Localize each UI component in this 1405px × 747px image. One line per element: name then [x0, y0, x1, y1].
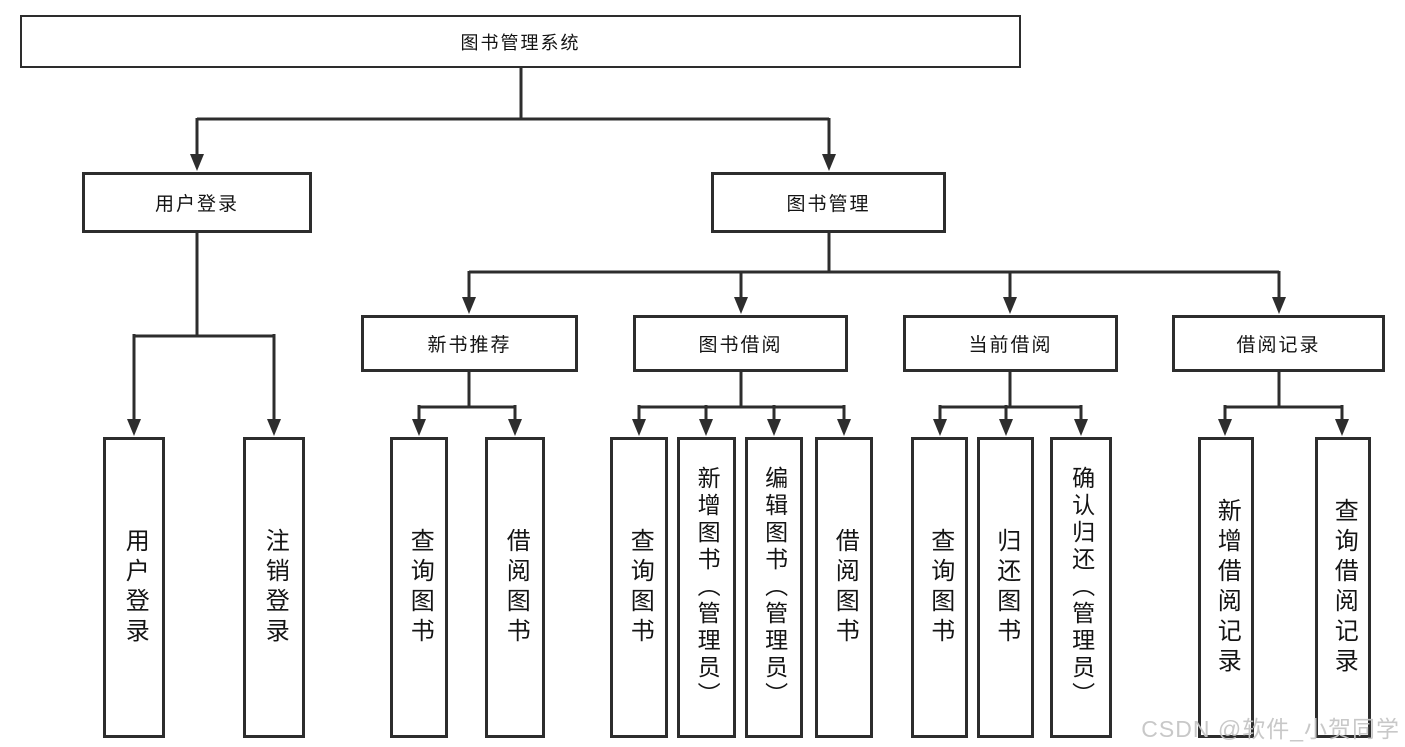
connector-edges: [132, 67, 1344, 421]
leaf-query-book-current: 查询图书: [911, 437, 968, 738]
node-borrow-records-label: 借阅记录: [1236, 335, 1321, 356]
leaf-borrow-book-recommend-label: 借阅图书: [502, 527, 530, 648]
leaf-query-book-current-label: 查询图书: [926, 527, 954, 648]
node-new-book-recommend: 新书推荐: [361, 315, 578, 372]
leaf-add-book-admin: 新增图书（管理员）: [677, 437, 736, 738]
node-current-borrow: 当前借阅: [903, 315, 1118, 372]
leaf-confirm-return-admin-label: 确认归还（管理员）: [1068, 466, 1095, 709]
leaf-edit-book-admin-label: 编辑图书（管理员）: [761, 466, 788, 709]
node-book-borrow: 图书借阅: [633, 315, 848, 372]
leaf-confirm-return-admin: 确认归还（管理员）: [1050, 437, 1112, 738]
leaf-query-book-borrow: 查询图书: [610, 437, 668, 738]
leaf-add-borrow-record-label: 新增借阅记录: [1213, 497, 1241, 678]
leaf-query-book-recommend-label: 查询图书: [406, 527, 434, 648]
node-book-borrow-label: 图书借阅: [698, 335, 783, 356]
leaf-logout-label: 注销登录: [261, 527, 289, 648]
leaf-user-login-label: 用户登录: [121, 527, 149, 648]
node-root-label: 图书管理系统: [460, 32, 581, 53]
node-book-management-label: 图书管理: [786, 194, 871, 215]
leaf-query-book-recommend: 查询图书: [390, 437, 448, 738]
leaf-borrow-book-label: 借阅图书: [831, 527, 859, 648]
arrowheads: [127, 154, 1349, 436]
leaf-user-login: 用户登录: [103, 437, 165, 738]
leaf-query-borrow-record-label: 查询借阅记录: [1330, 497, 1358, 678]
node-current-borrow-label: 当前借阅: [968, 335, 1053, 356]
node-borrow-records: 借阅记录: [1172, 315, 1385, 372]
leaf-add-book-admin-label: 新增图书（管理员）: [694, 466, 721, 709]
leaf-logout: 注销登录: [243, 437, 305, 738]
leaf-add-borrow-record: 新增借阅记录: [1198, 437, 1254, 738]
node-user-login: 用户登录: [82, 172, 312, 233]
leaf-return-book-label: 归还图书: [992, 527, 1020, 648]
leaf-borrow-book: 借阅图书: [815, 437, 873, 738]
leaf-edit-book-admin: 编辑图书（管理员）: [745, 437, 803, 738]
node-new-book-recommend-label: 新书推荐: [427, 335, 512, 356]
node-user-login-label: 用户登录: [154, 194, 239, 215]
leaf-query-book-borrow-label: 查询图书: [626, 527, 654, 648]
leaf-borrow-book-recommend: 借阅图书: [485, 437, 545, 738]
node-book-management: 图书管理: [711, 172, 946, 233]
csdn-watermark: CSDN @软件_小贺同学: [1141, 716, 1400, 742]
leaf-return-book: 归还图书: [977, 437, 1034, 738]
node-root: 图书管理系统: [20, 15, 1021, 68]
leaf-query-borrow-record: 查询借阅记录: [1315, 437, 1371, 738]
